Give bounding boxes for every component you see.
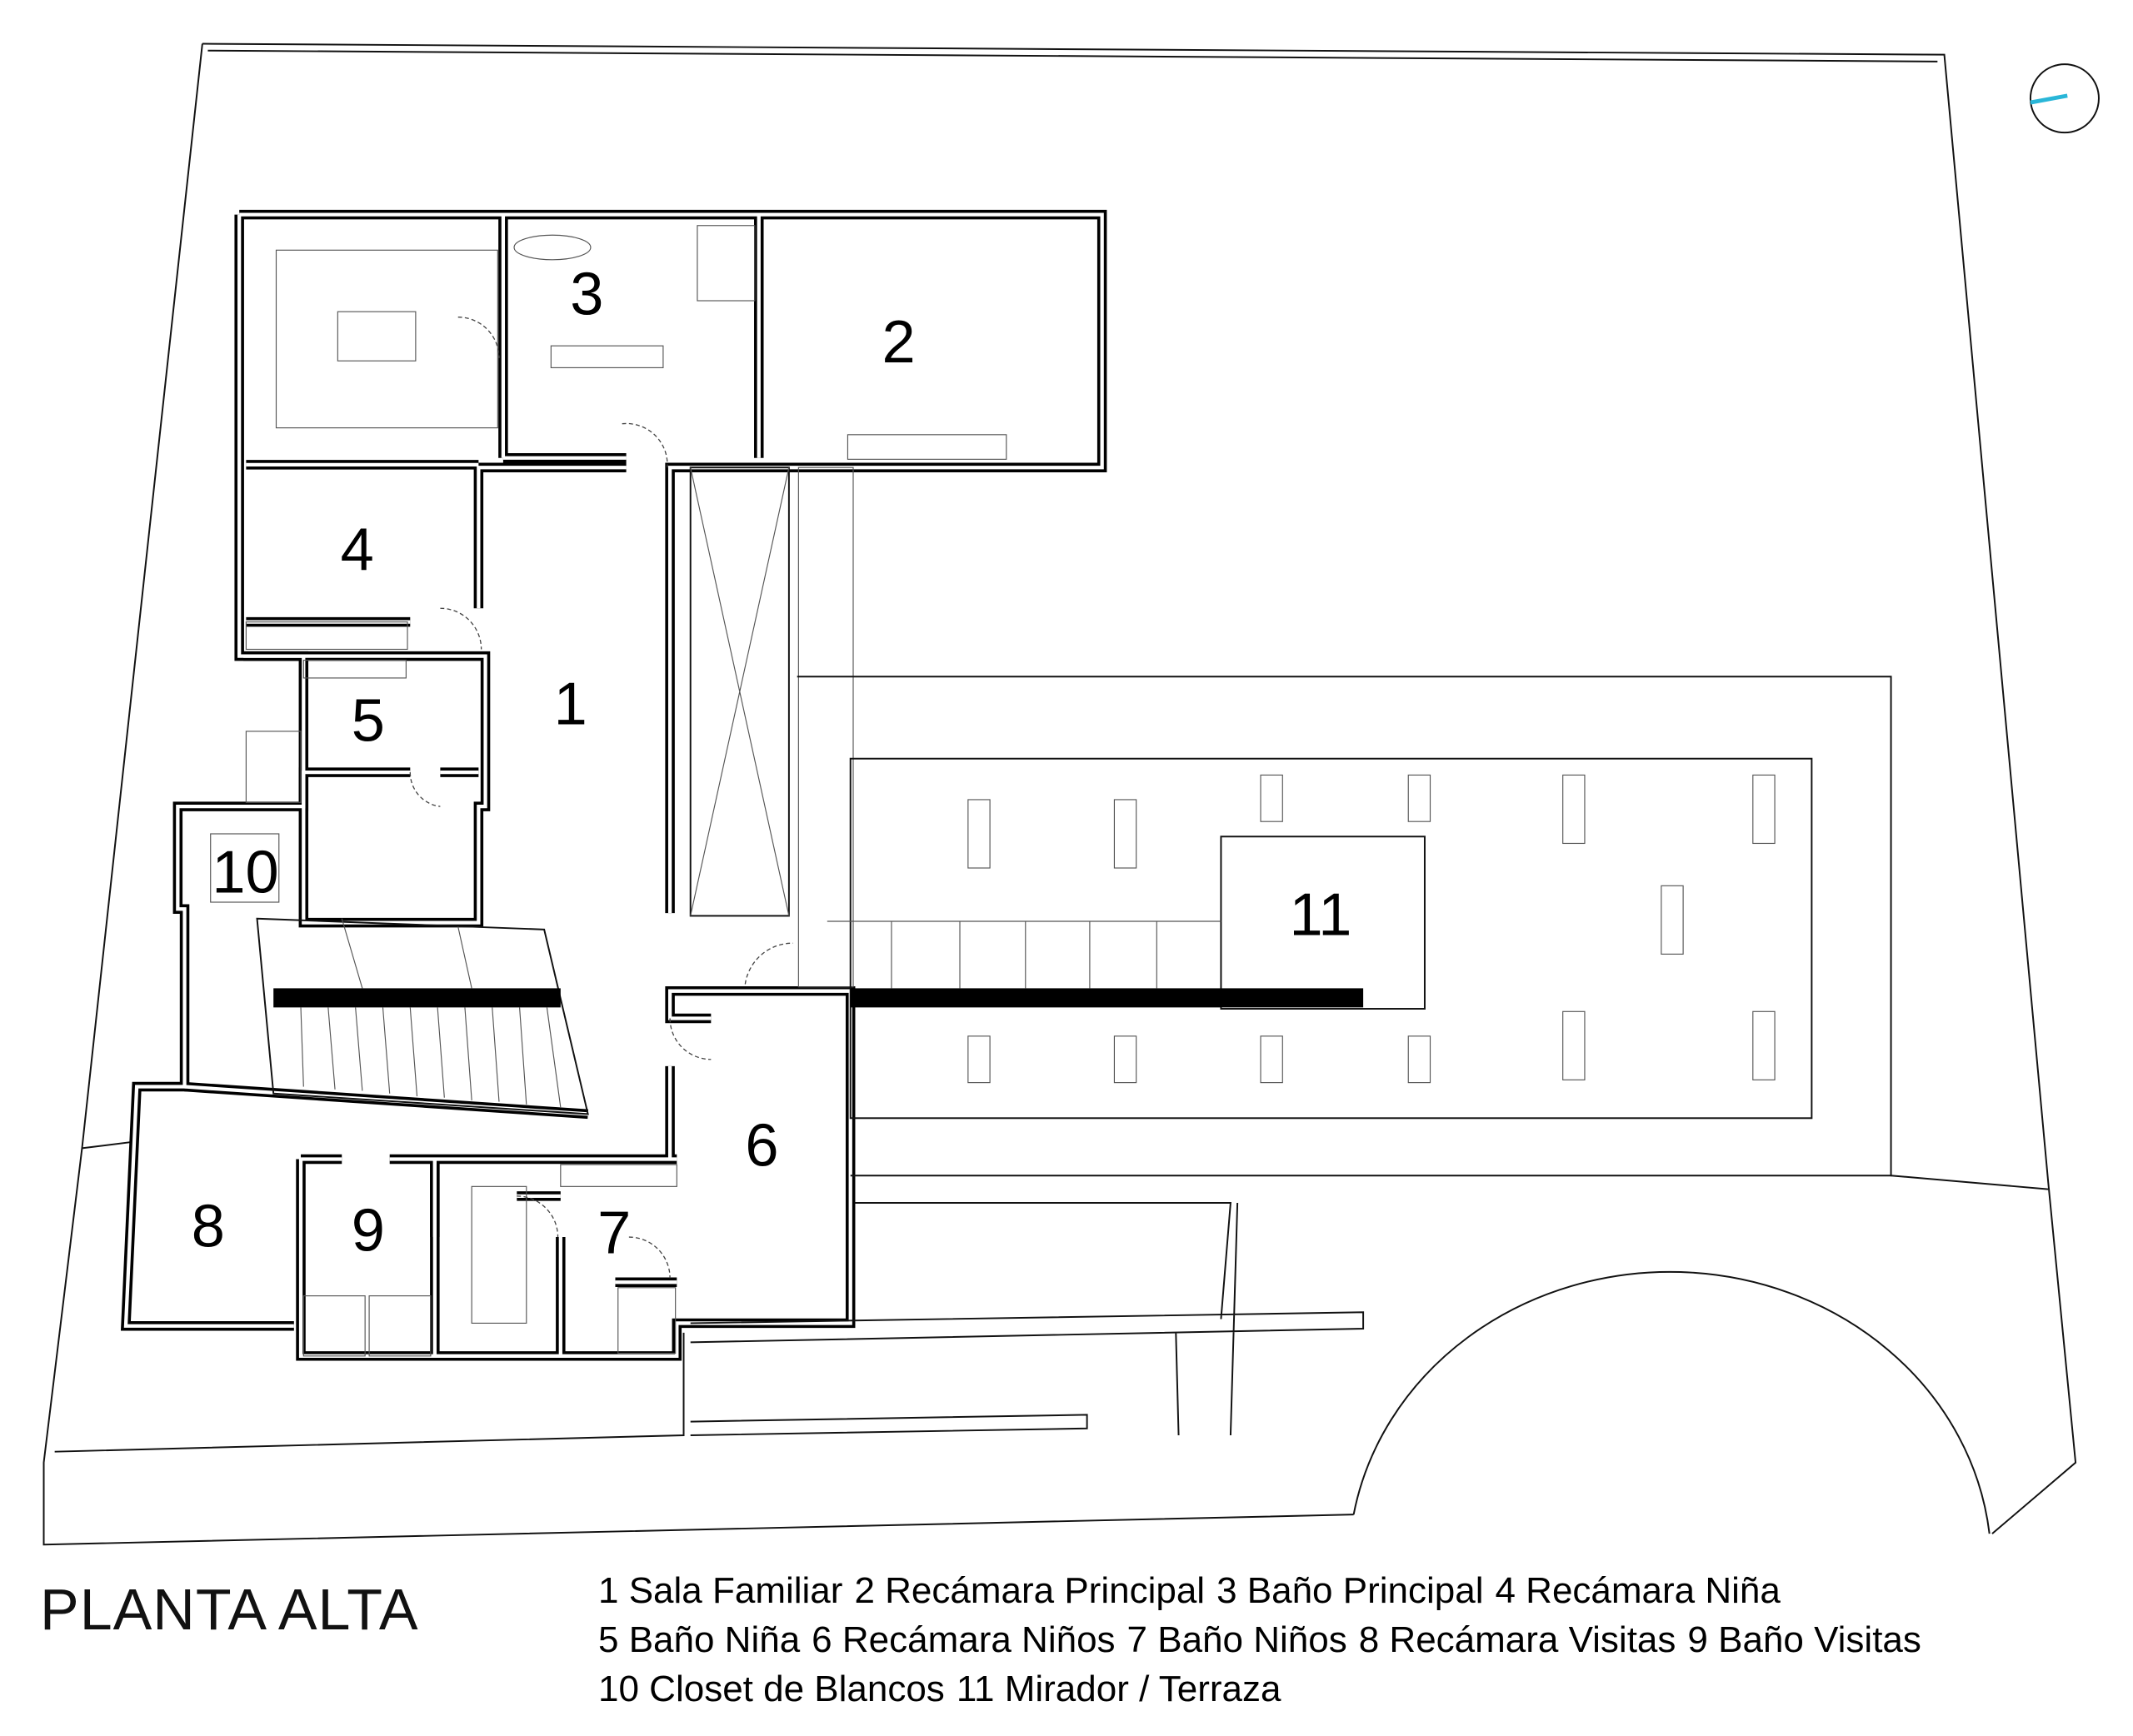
staircase bbox=[256, 466, 854, 1115]
room-label-8: 8 bbox=[192, 1194, 225, 1260]
north-arrow-icon bbox=[2029, 63, 2100, 134]
room-label-3: 3 bbox=[570, 261, 603, 327]
room-label-5: 5 bbox=[352, 687, 385, 754]
stair-landing-bar bbox=[273, 988, 561, 1008]
legend-item: 6 Recámara Niños bbox=[812, 1619, 1116, 1660]
legend-item: 9 Baño Visitas bbox=[1687, 1619, 1921, 1660]
planters bbox=[967, 774, 1776, 1084]
room-label-1: 1 bbox=[554, 671, 587, 738]
legend-item: 1 Sala Familiar bbox=[598, 1570, 843, 1611]
wall bbox=[239, 212, 1104, 914]
room-label-6: 6 bbox=[745, 1113, 778, 1180]
interior-details bbox=[210, 225, 1007, 1357]
plan-title: PLANTA ALTA bbox=[40, 1577, 419, 1642]
wall bbox=[123, 214, 306, 1328]
wall bbox=[477, 466, 627, 609]
walls bbox=[120, 209, 1107, 1361]
legend-item: 10 Closet de Blancos bbox=[598, 1669, 945, 1709]
legend-item: 4 Recámara Niña bbox=[1495, 1570, 1781, 1611]
room-label-10: 10 bbox=[212, 840, 278, 906]
wall bbox=[473, 462, 627, 609]
room-label-2: 2 bbox=[882, 309, 915, 376]
legend-item: 2 Recámara Principal bbox=[854, 1570, 1206, 1611]
legend-item: 3 Baño Principal bbox=[1216, 1570, 1484, 1611]
room-label-4: 4 bbox=[341, 516, 374, 583]
room-label-7: 7 bbox=[597, 1200, 631, 1267]
terrace bbox=[690, 676, 1892, 1436]
terrace-bar bbox=[850, 988, 1364, 1008]
legend-item: 11 Mirador / Terraza bbox=[956, 1669, 1281, 1709]
site-boundary bbox=[42, 42, 2077, 1546]
room-labels: 1 2 3 4 5 6 7 8 9 10 11 bbox=[192, 261, 1352, 1266]
legend-item: 7 Baño Niños bbox=[1126, 1619, 1347, 1660]
room-label-11: 11 bbox=[1289, 881, 1351, 948]
legend-item: 8 Recámara Visitas bbox=[1358, 1619, 1676, 1660]
wall bbox=[120, 214, 309, 1331]
legend-item: 5 Baño Niña bbox=[598, 1619, 801, 1660]
wall bbox=[243, 654, 487, 925]
legend-line-3: 10 Closet de Blancos 11 Mirador / Terraza bbox=[598, 1664, 1933, 1714]
north-arrow-needle bbox=[2030, 93, 2068, 105]
room-label-9: 9 bbox=[352, 1197, 385, 1264]
